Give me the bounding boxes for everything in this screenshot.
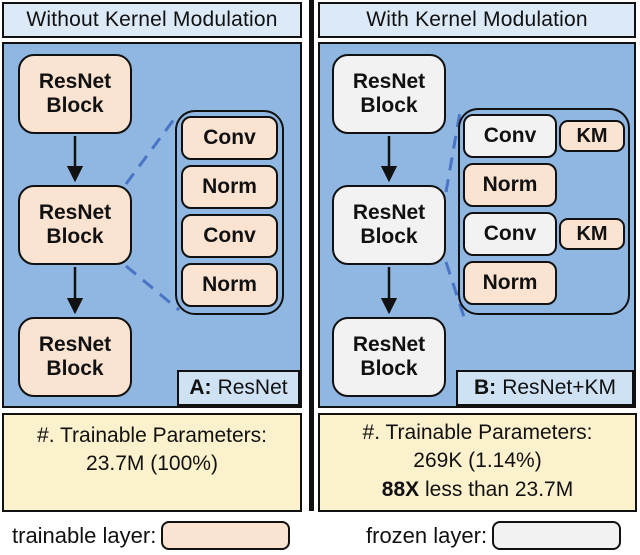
params-line1: #. Trainable Parameters: [37, 424, 267, 447]
conv-layer: Conv [463, 114, 557, 158]
left-panel-title-text: Without Kernel Modulation [26, 8, 278, 31]
resnet-block: ResNet Block [332, 54, 446, 134]
legend-trainable-label: trainable layer: [12, 522, 157, 548]
trainable-swatch [161, 521, 291, 550]
params-line3: 88X less than 23.7M [320, 476, 635, 504]
caption-prefix: A: [189, 376, 212, 399]
norm-layer: Norm [181, 165, 278, 209]
frozen-swatch [492, 521, 622, 550]
norm-layer: Norm [463, 261, 557, 305]
caption-prefix: B: [474, 376, 497, 399]
params-line3-rest: less than 23.7M [419, 477, 574, 501]
zoom-dashed-connector [124, 117, 177, 185]
params-line2: 23.7M (100%) [86, 452, 218, 476]
right-params-box: #. Trainable Parameters: 269K (1.14%) 88… [318, 413, 637, 512]
block-detail-container [458, 108, 630, 315]
resnet-block: ResNet Block [332, 317, 446, 397]
norm-layer: Norm [463, 163, 557, 207]
params-line3-bold: 88X [381, 477, 420, 501]
zoom-dashed-connector [125, 264, 180, 312]
resnet-block: ResNet Block [18, 185, 132, 265]
panel-caption: B: ResNet+KM [456, 370, 634, 406]
legend-trainable: trainable layer: [12, 521, 291, 550]
right-panel: ResNet Block ResNet Block ResNet Block C… [318, 42, 636, 408]
params-line1: #. Trainable Parameters: [362, 421, 593, 444]
right-panel-title: With Kernel Modulation [318, 2, 636, 38]
km-layer: KM [559, 120, 625, 152]
conv-layer: Conv [463, 212, 557, 256]
left-params-box: #. Trainable Parameters: 23.7M (100%) [2, 413, 302, 512]
caption-name: ResNet+KM [502, 376, 616, 399]
resnet-block: ResNet Block [18, 54, 132, 134]
panel-caption: A: ResNet [177, 370, 300, 406]
resnet-block: ResNet Block [332, 185, 446, 265]
norm-layer: Norm [181, 263, 278, 307]
block-detail-container [175, 110, 284, 315]
caption-name: ResNet [217, 376, 288, 399]
km-layer: KM [559, 218, 625, 250]
params-line2: 269K (1.14%) [413, 449, 542, 473]
legend-frozen: frozen layer: [366, 521, 622, 550]
conv-layer: Conv [181, 214, 278, 258]
left-panel: ResNet Block ResNet Block ResNet Block C… [2, 42, 302, 408]
left-panel-title: Without Kernel Modulation [2, 2, 302, 38]
legend-frozen-label: frozen layer: [366, 522, 488, 548]
right-panel-title-text: With Kernel Modulation [366, 8, 588, 31]
conv-layer: Conv [181, 116, 278, 160]
panel-divider [309, 0, 314, 511]
resnet-block: ResNet Block [18, 317, 132, 397]
